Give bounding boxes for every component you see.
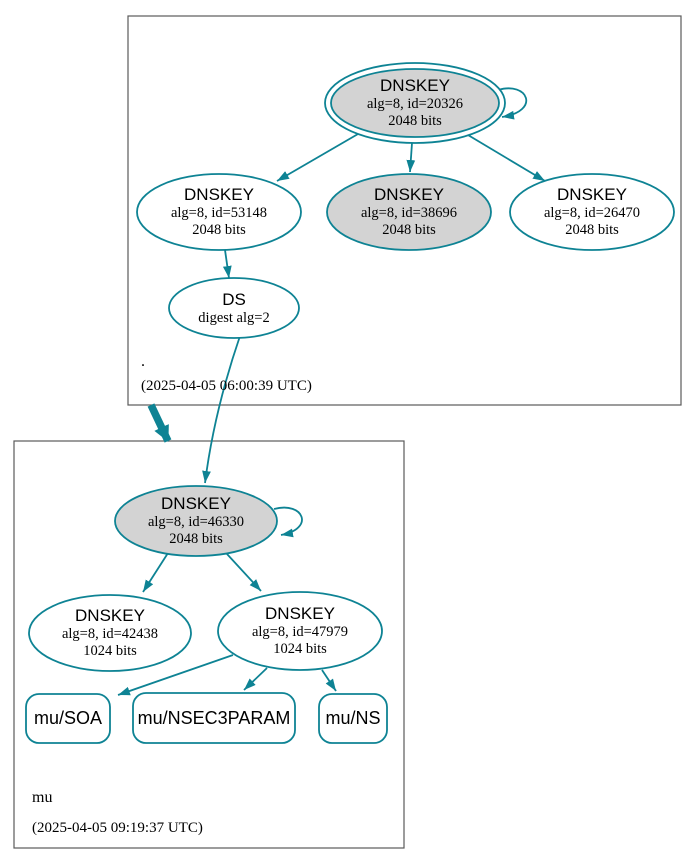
- edge-ds-to-mu-ksk: [202, 335, 241, 484]
- ds-title: DS: [222, 290, 246, 309]
- label-dnskey-47979[interactable]: DNSKEY alg=8, id=47979 1024 bits: [215, 604, 385, 657]
- label-dnskey-42438[interactable]: DNSKEY alg=8, id=42438 1024 bits: [25, 606, 195, 659]
- zone-name-root[interactable]: .: [141, 353, 145, 370]
- edge-root-ksk-selfloop: [497, 87, 528, 120]
- zone-timestamp-root: (2025-04-05 06:00:39 UTC): [141, 378, 312, 394]
- dnskey-bits: 2048 bits: [169, 530, 223, 547]
- dnskey-bits: 1024 bits: [83, 642, 137, 659]
- edge-zsk-47979-to-ns: [321, 669, 337, 692]
- edge-root-ksk-to-zsk-38696: [406, 142, 416, 173]
- node-rrset-mu-ns[interactable]: [318, 693, 388, 744]
- node-rrset-mu-soa[interactable]: [25, 693, 111, 744]
- label-dnskey-26470[interactable]: DNSKEY alg=8, id=26470 2048 bits: [507, 185, 677, 238]
- dnskey-bits: 2048 bits: [565, 221, 619, 238]
- dnskey-alg-id: alg=8, id=26470: [543, 205, 641, 221]
- dnskey-alg-id: alg=8, id=46330: [147, 514, 245, 530]
- label-dnskey-53148[interactable]: DNSKEY alg=8, id=53148 2048 bits: [134, 185, 304, 238]
- dnskey-title: DNSKEY: [75, 606, 145, 625]
- label-dnskey-20326[interactable]: DNSKEY alg=8, id=20326 2048 bits: [330, 76, 500, 129]
- node-dnskey-38696[interactable]: [326, 173, 492, 251]
- dnskey-title: DNSKEY: [184, 185, 254, 204]
- edge-zsk-47979-to-soa: [117, 654, 234, 696]
- node-rrset-mu-nsec3param[interactable]: [132, 692, 296, 744]
- dnskey-title: DNSKEY: [265, 604, 335, 623]
- dnskey-alg-id: alg=8, id=38696: [360, 205, 458, 221]
- dnskey-bits: 1024 bits: [273, 640, 327, 657]
- dnskey-alg-id: alg=8, id=20326: [366, 96, 464, 112]
- dnskey-alg-id: alg=8, id=53148: [170, 205, 268, 221]
- label-dnskey-46330[interactable]: DNSKEY alg=8, id=46330 2048 bits: [111, 494, 281, 547]
- zone-name-mu[interactable]: mu: [32, 789, 53, 806]
- dnskey-title: DNSKEY: [374, 185, 444, 204]
- edge-zsk-53148-to-ds: [222, 249, 232, 279]
- dnskey-title: DNSKEY: [161, 494, 231, 513]
- dnskey-bits: 2048 bits: [388, 112, 442, 129]
- edge-mu-ksk-selfloop: [273, 506, 303, 538]
- node-dnskey-46330[interactable]: [114, 485, 278, 557]
- edge-root-ksk-to-zsk-26470: [467, 134, 546, 182]
- ds-digest-alg: digest alg=2: [198, 310, 270, 326]
- label-dnskey-38696[interactable]: DNSKEY alg=8, id=38696 2048 bits: [324, 185, 494, 238]
- dnskey-alg-id: alg=8, id=42438: [61, 626, 159, 642]
- dnskey-title: DNSKEY: [557, 185, 627, 204]
- node-ds-digest[interactable]: [509, 173, 675, 251]
- label-rrset-mu-ns[interactable]: mu/NS: [325, 708, 381, 728]
- edge-mu-ksk-to-zsk-42438: [142, 552, 169, 593]
- node-dnskey-42438[interactable]: [28, 594, 192, 672]
- label-rrset-mu-nsec3param[interactable]: mu/NSEC3PARAM: [137, 708, 291, 728]
- edge-mu-zsk-47979-to-ksk: [226, 553, 262, 592]
- node-ds[interactable]: [168, 277, 300, 339]
- dnskey-alg-id: alg=8, id=47979: [251, 624, 349, 640]
- label-rrset-mu-soa[interactable]: mu/SOA: [33, 708, 103, 728]
- dnskey-bits: 2048 bits: [382, 221, 436, 238]
- zone-box-root: [127, 15, 682, 406]
- delegation-arrow-root-to-mu: [147, 403, 172, 443]
- zone-box-mu: [13, 440, 405, 849]
- edge-zsk-47979-to-nsec3param: [243, 667, 268, 691]
- node-dnskey-47979[interactable]: [217, 591, 383, 671]
- edge-root-ksk-to-zsk-53148: [276, 133, 359, 182]
- zone-timestamp-mu: (2025-04-05 09:19:37 UTC): [32, 820, 203, 836]
- node-dnskey-53148[interactable]: [136, 173, 302, 251]
- dnskey-title: DNSKEY: [380, 76, 450, 95]
- label-ds[interactable]: DS digest alg=2: [164, 290, 304, 327]
- dnskey-bits: 2048 bits: [192, 221, 246, 238]
- node-dnskey-20326[interactable]: [324, 62, 506, 144]
